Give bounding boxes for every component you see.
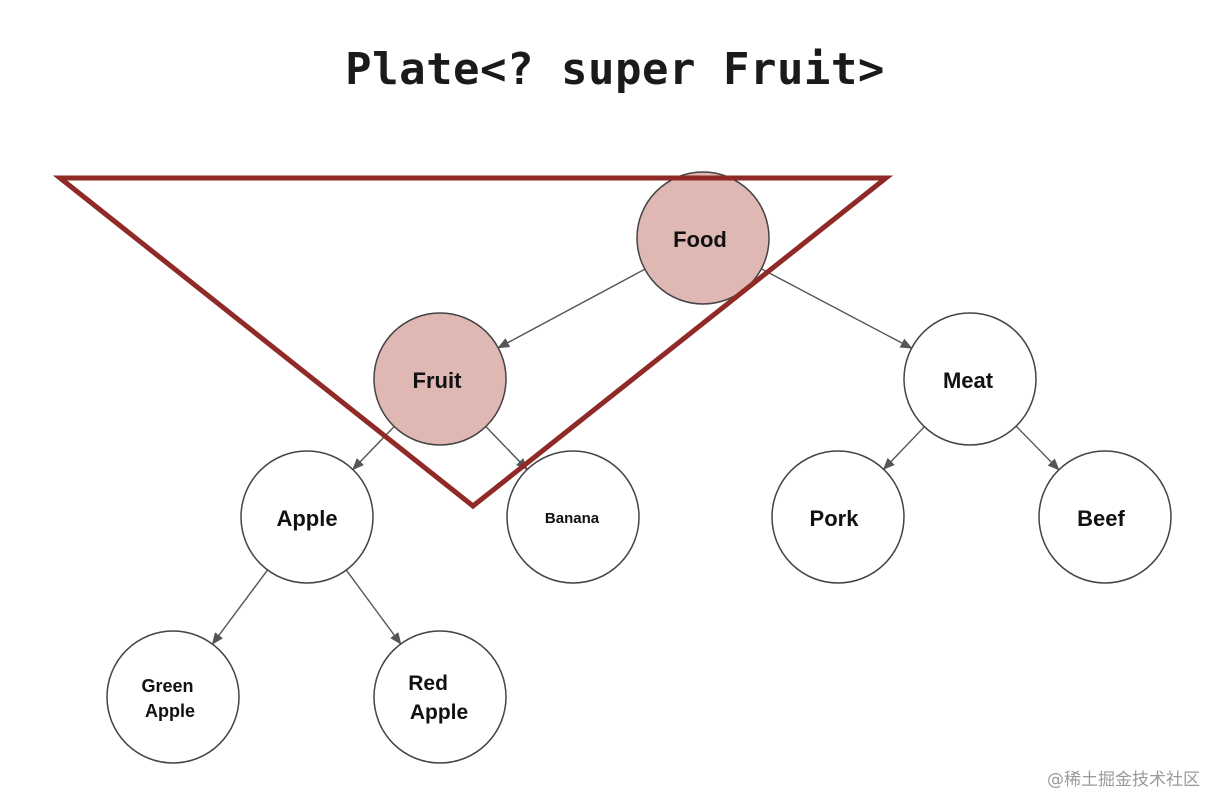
node-meat: Meat [903,312,1037,446]
edge-fruit-to-apple [352,426,395,471]
watermark-text: @稀土掘金技术社区 [1047,770,1200,790]
super-bound-triangle [52,175,894,510]
edge-meat-to-beef [1015,425,1060,471]
node-fruit: Fruit [373,312,507,446]
node-banana: Banana [506,450,640,584]
edge-apple-to-green_apple [211,569,269,645]
node-green-apple: Green Apple [106,630,240,764]
edge-food-to-fruit [497,268,646,349]
node-beef: Beef [1038,450,1172,584]
node-meat-label: Meat [943,368,994,393]
edges-layer [211,268,1060,645]
svg-text:Red Apple: Red Apple [408,672,468,724]
edge-fruit-to-banana [485,426,528,471]
node-red-apple-label-line2: Apple [410,701,468,724]
node-beef-label: Beef [1077,506,1125,531]
edge-apple-to-red_apple [345,569,402,645]
node-banana-label: Banana [545,510,600,527]
node-green-apple-label-line1: Green [141,676,193,696]
node-apple: Apple [240,450,374,584]
node-red-apple-label-line1: Red [408,672,448,695]
svg-text:Green Apple: Green Apple [141,676,198,721]
node-green-apple-label-line2: Apple [145,701,195,721]
node-pork: Pork [771,450,905,584]
diagram-title: Plate<? super Fruit> [345,44,885,95]
node-food-label: Food [673,227,727,252]
node-pork-label: Pork [810,506,860,531]
node-food: Food [636,171,770,305]
edge-food-to-meat [761,268,913,349]
node-red-apple: Red Apple [373,630,507,764]
edge-meat-to-pork [882,426,925,471]
node-apple-label: Apple [276,506,337,531]
node-fruit-label: Fruit [413,368,463,393]
